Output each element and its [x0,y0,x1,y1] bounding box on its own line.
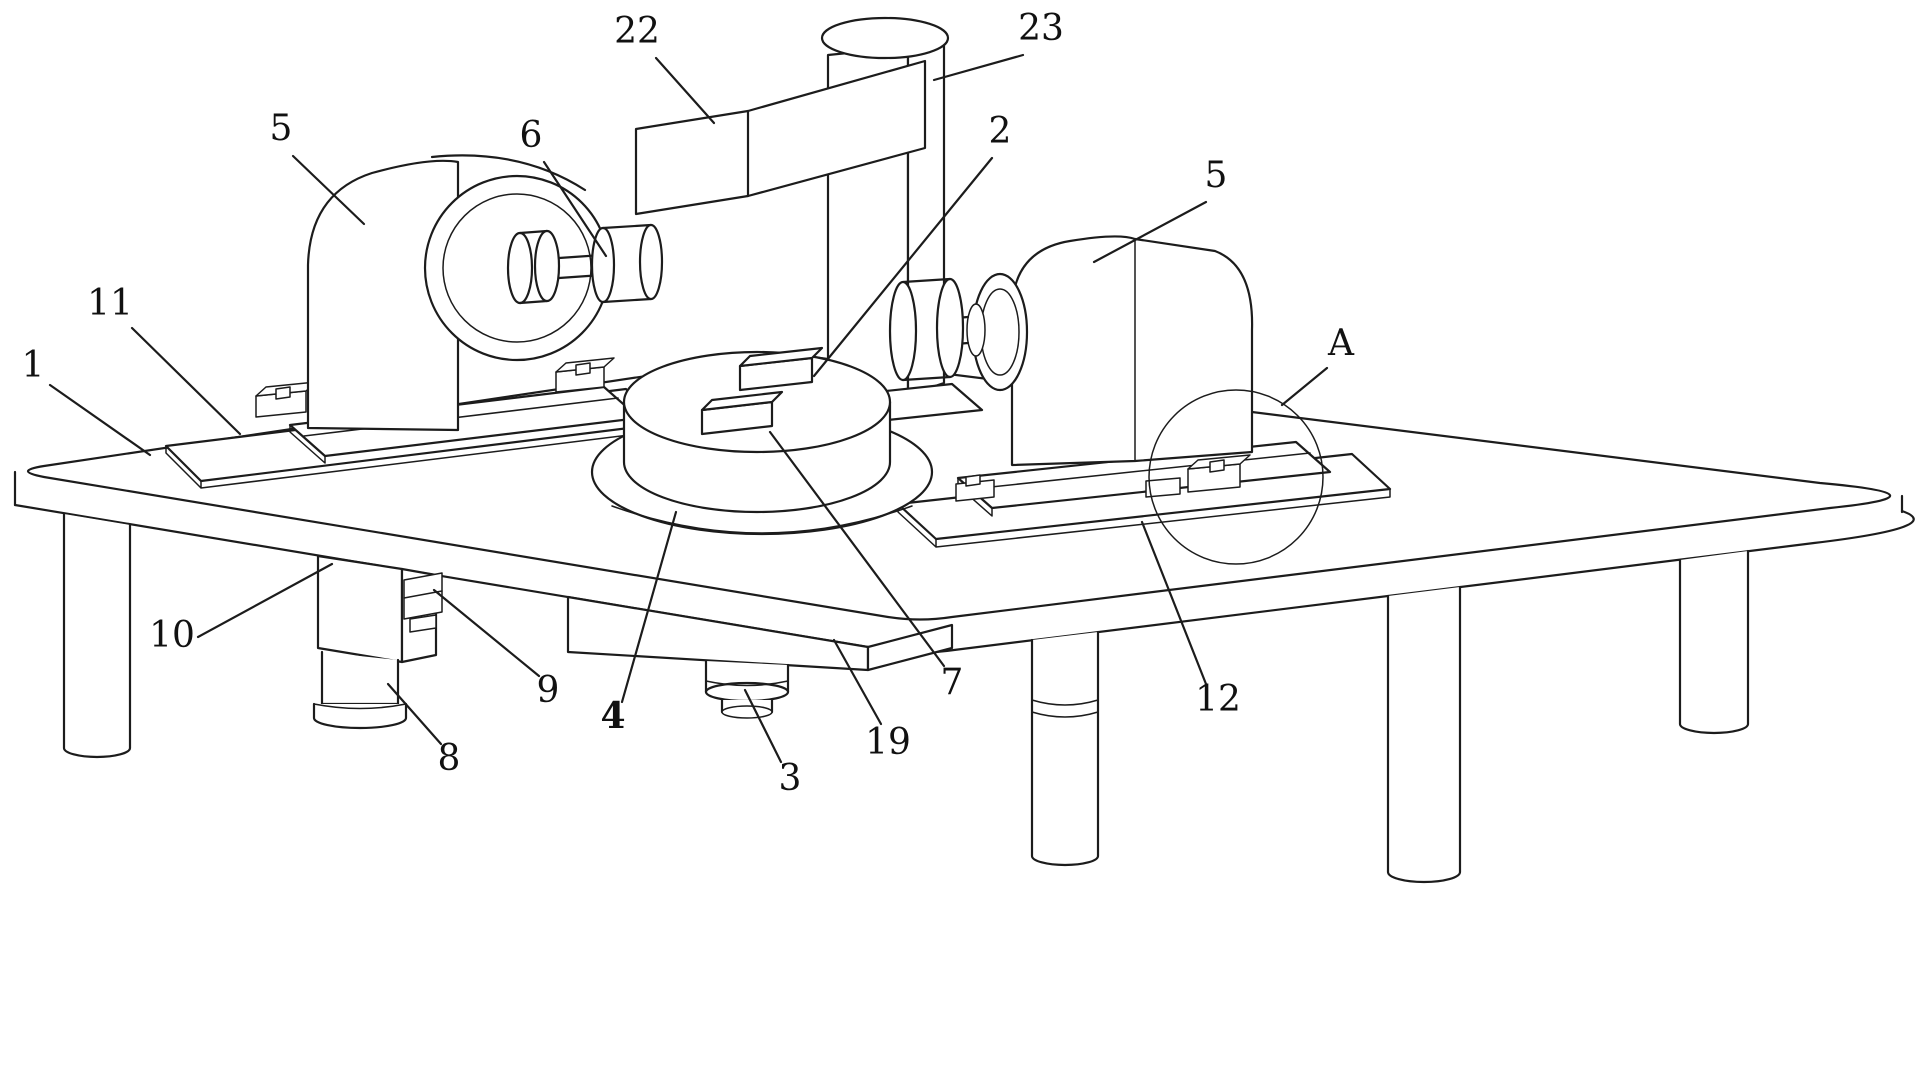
leader-line-A [1280,366,1329,407]
leader-line-8 [386,682,443,746]
leader-line-5b [1092,200,1208,264]
label-A: A [1327,323,1355,364]
table-leg-front-left [62,512,132,759]
leader-line-2 [812,156,994,378]
motor-flange-left [423,174,611,362]
label-1: 1 [22,345,45,386]
leader-line-23 [932,53,1025,82]
label-4: 4 [600,695,625,737]
label-5: 5 [270,108,293,149]
label-22: 22 [614,11,660,52]
motor-body-right-5 [1010,235,1254,467]
coupling-cylinder-6 [590,223,664,304]
turntable-4 [590,346,934,536]
label-6: 6 [520,115,543,156]
label-3: 3 [779,758,802,799]
label-5b: 5 [1205,155,1228,196]
gearbox-housing-19 [566,595,954,672]
bracket-9 [403,572,443,633]
motor-right-assembly [888,235,1392,548]
leader-line-1 [48,383,152,457]
label-8: 8 [438,738,461,779]
motor-flange-right [966,272,1029,392]
leader-line-7 [768,430,946,668]
coupling-cylinder-right [888,277,965,382]
label-19: 19 [865,722,911,763]
leader-line-5 [291,154,366,226]
leader-line-12 [1140,520,1208,686]
slider-block-right-end [1145,454,1251,498]
table-leg-front-right [1386,585,1462,884]
label-7: 7 [941,662,964,703]
label-2: 2 [989,111,1012,152]
spindle-3 [704,659,790,719]
label-10: 10 [149,615,195,656]
leader-line-10 [196,562,334,639]
block-2 [738,346,824,392]
motor-body-left-5 [306,154,587,432]
leader-line-4 [620,510,678,704]
label-9: 9 [537,670,560,711]
label-11: 11 [87,283,133,324]
motor-left-assembly [164,154,664,489]
slider-block-right-front [955,474,995,502]
arm-22 [634,59,927,216]
table-leg-back-right [1678,549,1750,735]
leader-line-22 [654,56,716,125]
block-7 [700,390,784,436]
leader-line-6 [542,160,608,258]
leader-line-19 [832,638,883,726]
label-12: 12 [1195,679,1241,720]
label-23: 23 [1018,8,1064,49]
foot-cylinder-8 [312,650,408,730]
slider-block-left-inner [555,357,615,393]
detail-circle-A [1148,389,1324,565]
leader-line-3 [743,688,783,764]
table-leg-middle [1030,630,1100,867]
leader-line-9 [432,588,541,678]
leader-line-11 [130,326,242,436]
